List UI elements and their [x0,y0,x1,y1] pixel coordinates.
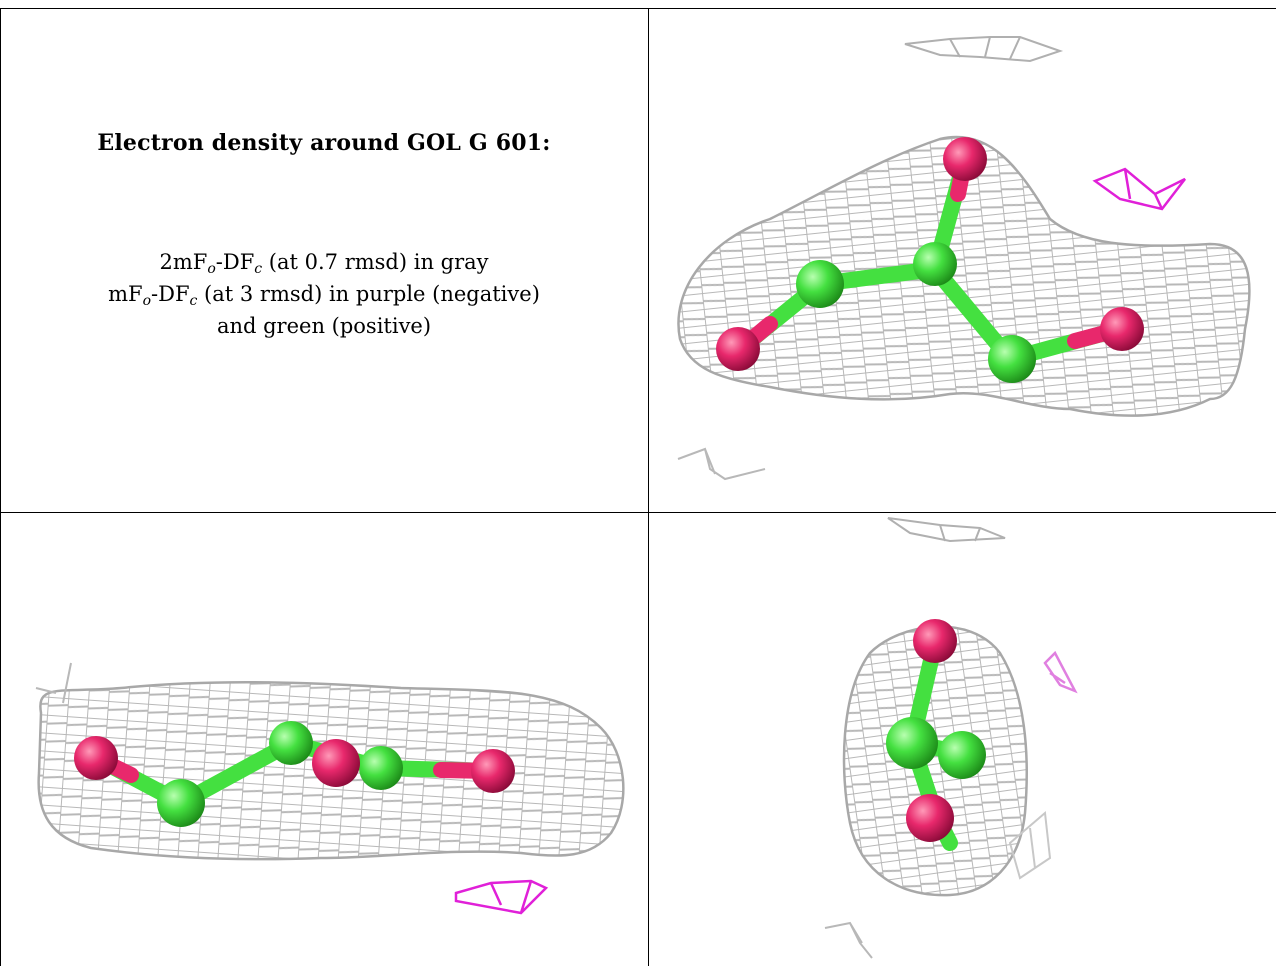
caption-title: Electron density around GOL G 601: [97,130,551,156]
gray-mesh-fragment [35,662,72,704]
gray-mesh-fragment-2 [677,447,766,481]
gray-mesh-blob [677,135,1251,417]
density-view-bottom-right [650,513,1276,966]
left-border [0,8,1,966]
negative-density-purple [1043,650,1078,694]
glycerol-model [74,721,515,827]
vertical-divider [648,8,649,966]
caption-description: 2mFo-DFc (at 0.7 rmsd) in gray mFo-DFc (… [0,246,648,342]
glycerol-model [886,619,986,851]
negative-density-purple [454,879,549,915]
gray-mesh-fragment-bottom [824,921,873,959]
caption-line-green: and green (positive) [216,314,432,338]
caption-line-2fo-fc: 2mFo-DFc (at 0.7 rmsd) in gray [159,250,489,277]
gray-mesh-fragment-top [887,517,1006,543]
top-border [0,8,1276,9]
horizontal-divider [0,512,1276,513]
density-svg-1 [677,36,1251,481]
density-view-bottom-left [1,513,648,966]
gray-mesh-blob [842,625,1028,897]
caption-panel: Electron density around GOL G 601: 2mFo-… [0,0,648,512]
gray-mesh-fragment [904,36,1064,63]
density-view-top-right [650,9,1276,511]
glycerol-model [716,137,1144,383]
negative-density-purple [1092,167,1186,211]
gray-mesh-fragment-side [1008,811,1052,880]
caption-line-fo-fc: mFo-DFc (at 3 rmsd) in purple (negative) [108,282,540,309]
density-svg-3 [824,517,1078,959]
density-svg-2 [35,662,625,915]
